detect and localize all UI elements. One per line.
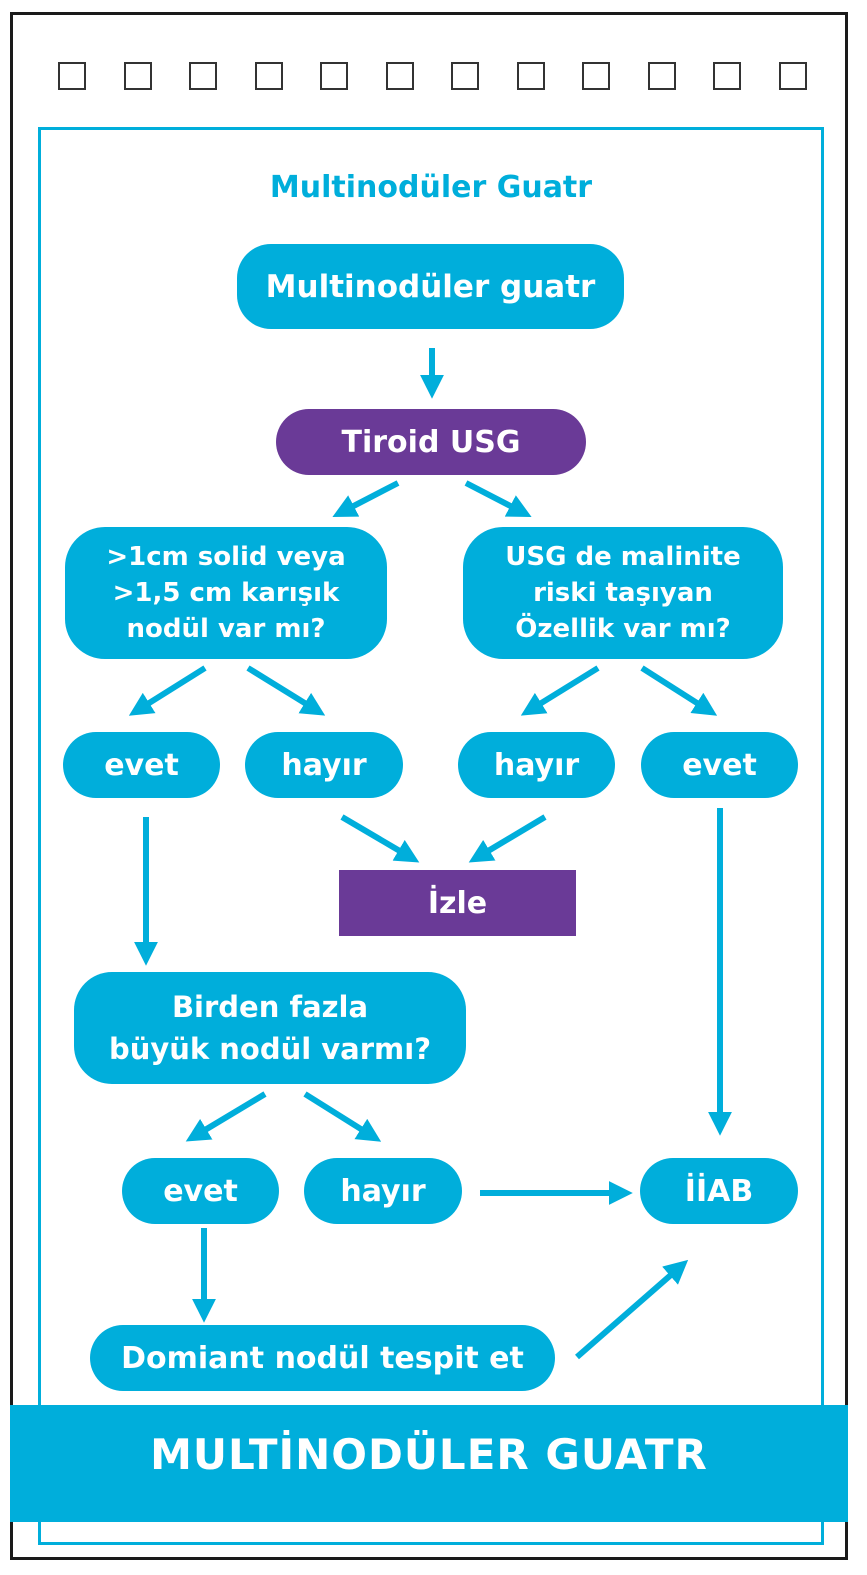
diagram-title: Multinodüler Guatr	[269, 170, 593, 205]
binder-hole	[124, 62, 152, 90]
arrow-multiple-hayir	[303, 1091, 382, 1142]
node-question-multiple-large: Birden fazla büyük nodül varmı?	[74, 972, 466, 1084]
node-iiab: İİAB	[640, 1158, 798, 1224]
arrow-hayir-izle-left	[340, 814, 420, 863]
arrow-usg-solid	[332, 480, 400, 517]
node-label: Domiant nodül tespit et	[121, 1340, 524, 1376]
binder-hole	[386, 62, 414, 90]
node-label: İİAB	[684, 1173, 754, 1209]
node-label: hayır	[281, 747, 367, 783]
diagram-frame	[38, 127, 824, 1545]
node-label: evet	[104, 747, 179, 783]
node-label: hayır	[493, 747, 580, 783]
node-izle: İzle	[339, 870, 576, 936]
node-evet-left: evet	[63, 732, 220, 798]
arrow-hayir-izle-right	[468, 814, 547, 863]
node-label: >1cm solid veya >1,5 cm karışık nodül va…	[106, 542, 346, 644]
node-dominant-nodule: Domiant nodül tespit et	[90, 1325, 555, 1391]
node-label: Multinodüler guatr	[265, 268, 596, 305]
binder-hole	[320, 62, 348, 90]
binder-hole	[582, 62, 610, 90]
binder-hole	[189, 62, 217, 90]
node-label: Birden fazla büyük nodül varmı?	[108, 990, 432, 1066]
node-hayir-right: hayır	[458, 732, 615, 798]
binder-hole	[713, 62, 741, 90]
node-label: USG de malinite riski taşıyan Özellik va…	[505, 542, 741, 644]
arrow-malign-evet	[640, 665, 718, 716]
node-multinodular-goiter: Multinodüler guatr	[237, 244, 624, 329]
node-thyroid-usg: Tiroid USG	[276, 409, 586, 475]
node-evet-right: evet	[641, 732, 798, 798]
binder-hole	[58, 62, 86, 90]
node-label: evet	[163, 1173, 238, 1209]
node-label: hayır	[340, 1173, 426, 1209]
arrow-usg-malign	[464, 480, 532, 517]
arrow-multiple-evet	[185, 1091, 267, 1142]
binder-hole	[779, 62, 807, 90]
binder-hole	[255, 62, 283, 90]
footer-band	[10, 1405, 848, 1522]
node-evet-bottom: evet	[122, 1158, 279, 1224]
binder-hole	[648, 62, 676, 90]
node-label: Tiroid USG	[341, 424, 521, 460]
binder-hole	[451, 62, 479, 90]
arrow-solid-evet	[128, 665, 207, 716]
arrow-dominant-iiab	[575, 1259, 689, 1360]
node-hayir-left: hayır	[245, 732, 403, 798]
node-question-solid-nodule: >1cm solid veya >1,5 cm karışık nodül va…	[65, 527, 387, 659]
node-question-malignancy-risk: USG de malinite riski taşıyan Özellik va…	[463, 527, 783, 659]
arrow-solid-hayir	[246, 665, 326, 716]
binder-hole	[517, 62, 545, 90]
arrow-malign-hayir	[520, 665, 600, 716]
node-hayir-bottom: hayır	[304, 1158, 462, 1224]
node-label: evet	[682, 747, 757, 783]
footer-title: MULTİNODÜLER GUATR	[150, 1430, 708, 1479]
node-label: İzle	[427, 885, 488, 921]
